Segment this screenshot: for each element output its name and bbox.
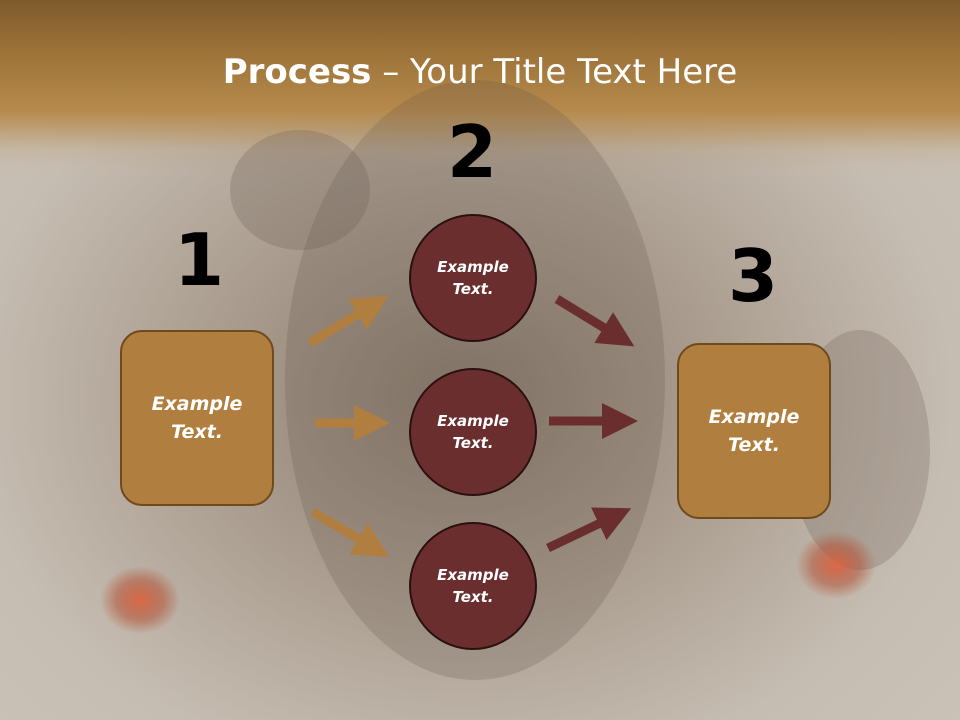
step-number-3: 3 bbox=[727, 234, 779, 318]
arrow-1-to-bottom bbox=[310, 508, 390, 558]
title-banner bbox=[0, 0, 960, 170]
arrow-bottom-to-3 bbox=[546, 507, 632, 553]
step-2-circle-1-text: Example Text. bbox=[437, 257, 509, 299]
step-2-circle-1: Example Text. bbox=[409, 214, 537, 342]
slide-title: Process – Your Title Text Here bbox=[0, 52, 960, 92]
step-3-text: Example Text. bbox=[708, 405, 800, 457]
title-bold: Process bbox=[222, 52, 372, 92]
step-2-circle-2: Example Text. bbox=[409, 368, 537, 496]
step-2-circle-3-text: Example Text. bbox=[437, 565, 509, 607]
step-3-box: Example Text. bbox=[677, 343, 831, 519]
title-rest: – Your Title Text Here bbox=[371, 52, 738, 92]
step-2-circle-3: Example Text. bbox=[409, 522, 537, 650]
step-1-text: Example Text. bbox=[151, 392, 243, 444]
step-2-circle-2-text: Example Text. bbox=[437, 411, 509, 453]
step-number-2: 2 bbox=[446, 110, 498, 194]
step-1-box: Example Text. bbox=[120, 330, 274, 506]
arrow-1-to-top bbox=[307, 295, 389, 347]
step-number-1: 1 bbox=[173, 218, 225, 302]
arrow-top-to-3 bbox=[554, 295, 635, 347]
